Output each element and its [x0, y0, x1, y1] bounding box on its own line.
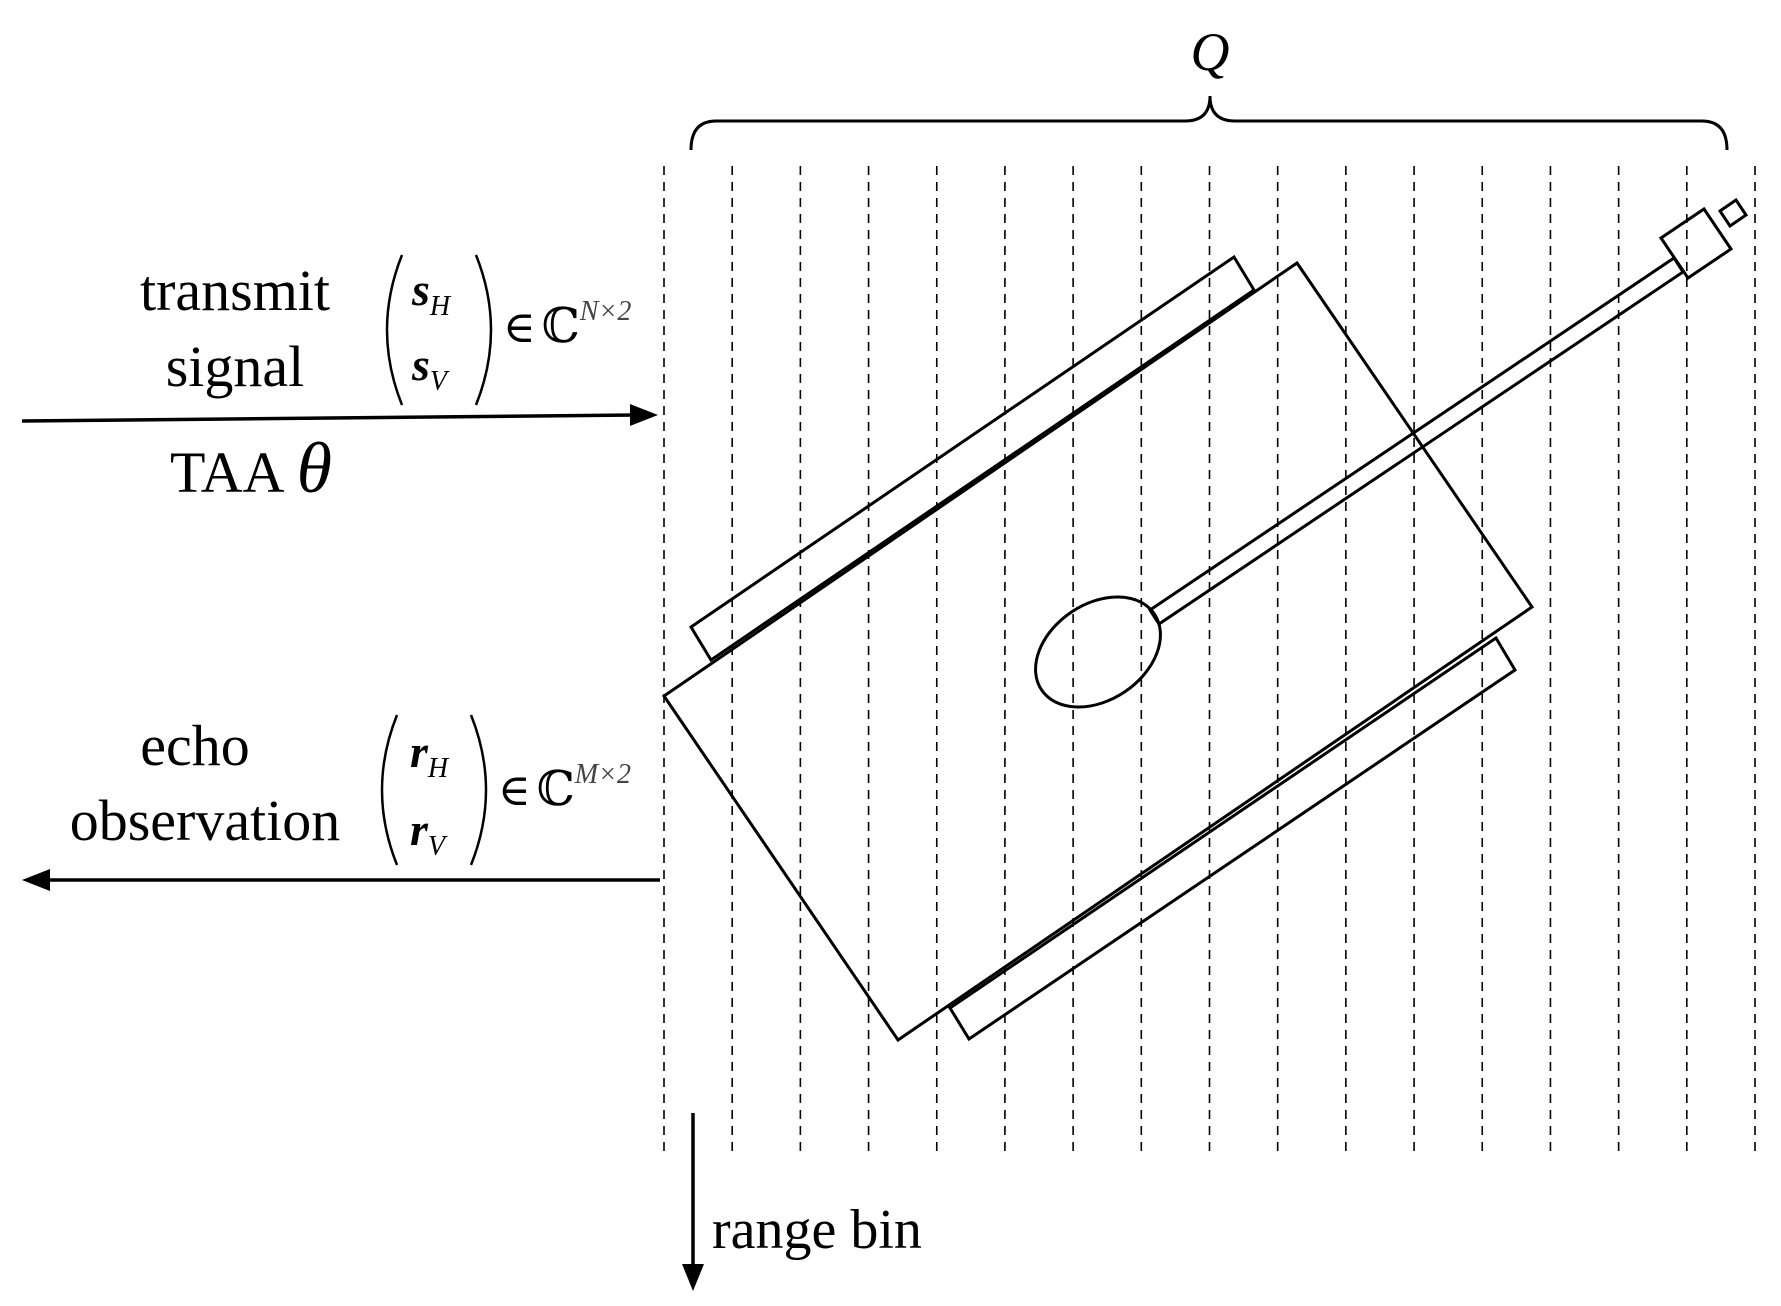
svg-text:rH: rH [410, 726, 450, 784]
echo-observation-vector: rH rV ∈ℂM×2 [380, 714, 631, 866]
vehicle-turret [1034, 595, 1162, 709]
svg-text:rV: rV [410, 804, 448, 862]
range-bin-arrow [682, 1113, 704, 1291]
transmit-arrow [21, 404, 658, 426]
range-bin-lines [663, 166, 1756, 1152]
vehicle-track-upper [688, 254, 1257, 663]
observation-label: observation [70, 788, 341, 853]
vehicle-track-lower [947, 635, 1518, 1042]
transmit-label: transmit [140, 258, 330, 323]
vehicle-muzzle-brake [1658, 206, 1734, 281]
transmit-signal-vector: sH sV ∈ℂN×2 [385, 254, 631, 406]
svg-text:∈ℂN×2: ∈ℂN×2 [503, 296, 631, 353]
range-span-brace [689, 95, 1729, 151]
signal-label: signal [166, 334, 305, 399]
svg-text:sH: sH [411, 264, 452, 322]
svg-text:∈ℂM×2: ∈ℂM×2 [498, 759, 631, 816]
range-bin-label: range bin [712, 1199, 922, 1261]
svg-text:sV: sV [411, 339, 450, 397]
echo-arrow [22, 869, 660, 891]
vehicle-muzzle-tip [1717, 197, 1749, 229]
echo-label: echo [140, 713, 250, 778]
target-vehicle [661, 197, 1749, 1043]
brace-label-q: Q [1191, 22, 1230, 82]
vehicle-gun-barrel [1147, 255, 1686, 627]
vehicle-hull [661, 260, 1535, 1043]
